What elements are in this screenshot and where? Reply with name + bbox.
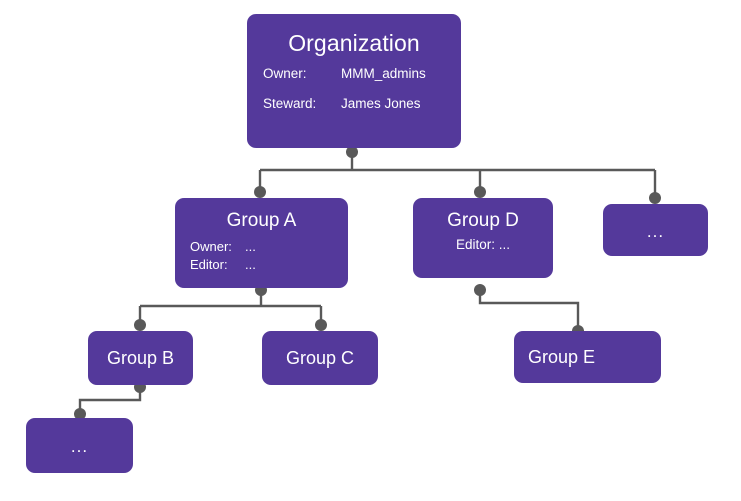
node-group-e-wrap: Group E: [514, 331, 661, 383]
node-group-a-title: Group A: [226, 210, 297, 231]
node-group-c-title: Group C: [285, 347, 355, 368]
organization-owner-value: MMM_admins: [341, 66, 426, 81]
connector-dot-groupb-top: [134, 319, 146, 331]
node-group-a-rows: Owner: ... Editor: ...: [175, 240, 348, 271]
group-a-editor-value: ...: [245, 257, 256, 272]
connector-dot-org-bottom: [346, 146, 358, 158]
node-organization-title: Organization: [288, 30, 420, 56]
group-d-editor-detail: Editor: ...: [455, 237, 511, 252]
group-a-editor-label: Editor:: [190, 257, 228, 272]
table-row: Owner: ...: [175, 240, 348, 253]
ellipsis-top-right-wrap: ...: [603, 204, 708, 256]
node-ellipsis-top-right[interactable]: ...: [603, 204, 708, 256]
node-group-d-title: Group D: [447, 210, 519, 231]
node-group-b[interactable]: Group B: [88, 331, 193, 385]
node-group-a[interactable]: Group A Owner: ... Editor: ...: [175, 198, 348, 288]
ellipsis-bottom-left-text: ...: [70, 437, 89, 456]
node-organization-rows: Owner: MMM_admins Steward: James Jones: [247, 67, 461, 110]
group-a-owner-value: ...: [245, 239, 256, 254]
table-row: Editor: ...: [175, 258, 348, 271]
connector-dot-groupd-top: [474, 186, 486, 198]
connector-dot-groupd-bottom: [474, 284, 486, 296]
node-group-c[interactable]: Group C: [262, 331, 378, 385]
connector-dot-bottom-ellipsis-top: [74, 408, 86, 420]
connector-dot-ellipsis-top: [649, 192, 661, 204]
connector-dot-groupa-top: [254, 186, 266, 198]
group-a-owner-label: Owner:: [190, 239, 232, 254]
organization-steward-label: Steward:: [263, 95, 317, 111]
node-group-d[interactable]: Group D Editor: ...: [413, 198, 553, 278]
ellipsis-top-right-text: ...: [646, 221, 665, 241]
organization-steward-value: James Jones: [341, 95, 421, 111]
connector-groupd-to-groupe: [478, 288, 580, 329]
node-ellipsis-bottom-left[interactable]: ...: [26, 418, 133, 473]
ellipsis-bottom-left-wrap: ...: [26, 418, 133, 473]
node-group-b-title: Group B: [106, 347, 175, 368]
table-row: Owner: MMM_admins: [247, 67, 461, 81]
connector-groupb-to-ellipsis: [78, 385, 142, 412]
connector-dot-groupc-top: [315, 319, 327, 331]
node-group-c-wrap: Group C: [262, 331, 378, 385]
node-group-b-wrap: Group B: [88, 331, 193, 385]
node-group-e[interactable]: Group E: [514, 331, 661, 383]
node-group-d-rows: Editor: ...: [413, 237, 553, 252]
node-group-e-title: Group E: [528, 346, 596, 367]
table-row: Steward: James Jones: [247, 95, 461, 111]
organization-owner-label: Owner:: [263, 66, 307, 81]
node-organization[interactable]: Organization Owner: MMM_admins Steward: …: [247, 14, 461, 148]
